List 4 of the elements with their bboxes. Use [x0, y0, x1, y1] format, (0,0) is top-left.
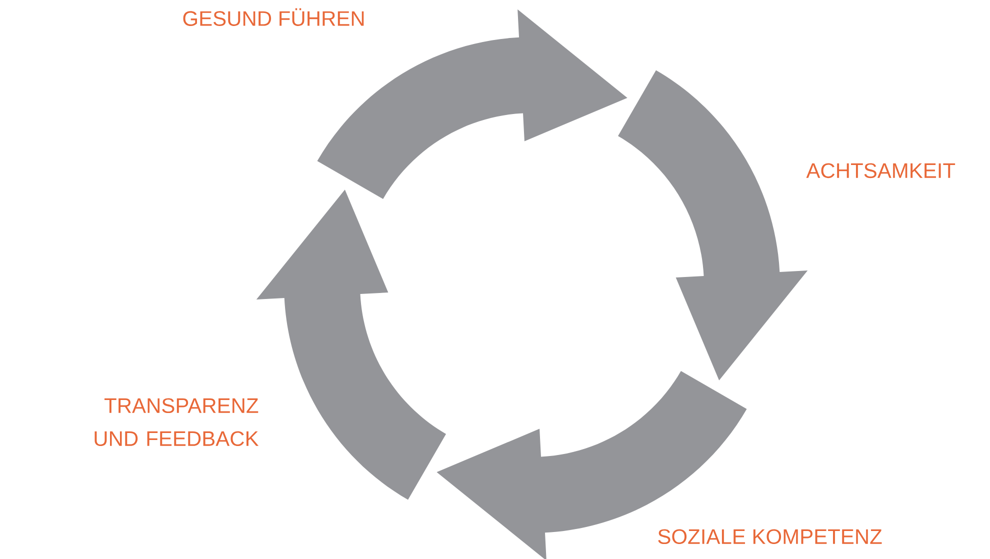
cycle-label: TRANSPARENZ UND FEEDBACK — [94, 398, 259, 446]
cycle-label: ACHTSAMKEIT — [806, 163, 956, 178]
cycle-label: SOZIALE KOMPETENZ — [658, 529, 882, 544]
cycle-label: GESUND FÜHREN — [183, 8, 364, 26]
